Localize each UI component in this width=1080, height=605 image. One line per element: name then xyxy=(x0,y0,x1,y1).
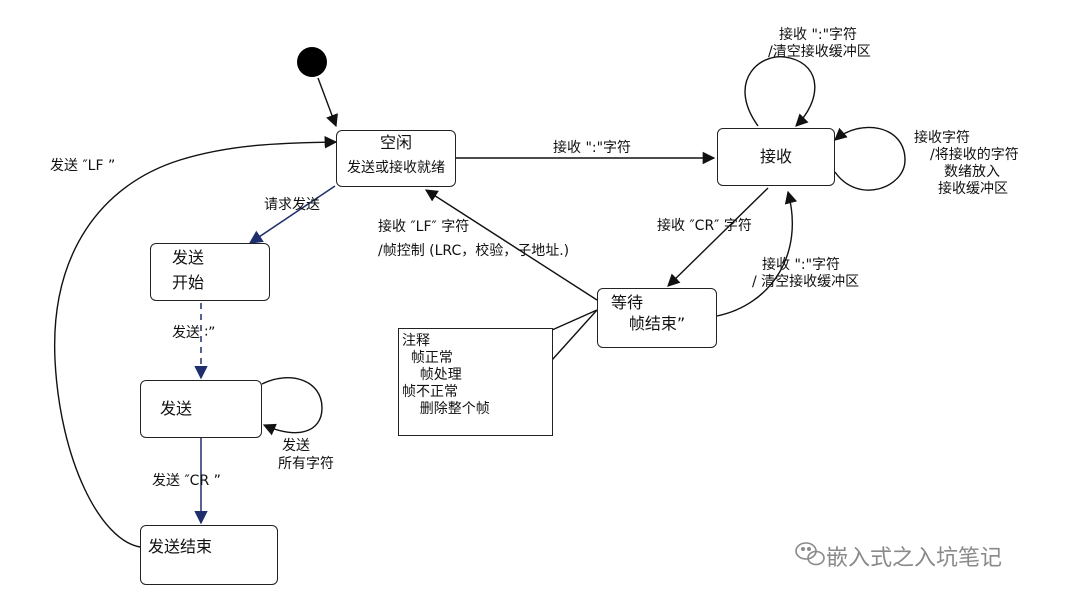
loop-send xyxy=(261,377,323,436)
state-send-start-subtitle: 开始 xyxy=(172,273,205,292)
state-idle-subtitle: 发送或接收就绪 xyxy=(347,160,445,176)
arrow-idle-to-send-start xyxy=(248,185,336,244)
initial-arrow xyxy=(317,77,338,128)
state-send-start xyxy=(150,243,270,301)
label-receive-right-4: 接收缓冲区 xyxy=(938,181,1008,197)
state-idle-title: 空闲 xyxy=(379,133,412,152)
label-receive-top-1: 接收 ":"字符 xyxy=(779,27,858,43)
wechat-icon xyxy=(795,542,825,566)
note-line-5: 删除整个帧 xyxy=(402,401,490,417)
state-idle xyxy=(336,130,456,187)
arrow-send-end-to-idle xyxy=(53,135,338,548)
label-receive-right-3: 数绪放入 xyxy=(944,164,1000,180)
arrow-receive-to-wait xyxy=(667,187,769,287)
label-receive-right-2: /将接收的字符 xyxy=(930,147,1019,163)
state-send-end-title: 发送结束 xyxy=(148,537,213,556)
label-idle-to-receive: 接收 ":"字符 xyxy=(553,140,632,156)
arrow-wait-to-idle xyxy=(424,189,598,301)
note-line-1: 注释 xyxy=(402,333,430,349)
label-wait-to-receive-2: / 清空接收缓冲区 xyxy=(752,274,860,290)
initial-state-dot xyxy=(297,47,327,77)
label-send-end-to-idle: 发送 ″LF ” xyxy=(50,158,116,174)
note-pointer xyxy=(551,309,598,361)
label-send-self-2: 所有字符 xyxy=(278,456,334,472)
label-send-self-1: 发送 xyxy=(282,438,310,454)
label-wait-to-receive-1: 接收 ":"字符 xyxy=(762,257,841,273)
label-send-to-send-end: 发送 ″CR ” xyxy=(152,473,221,489)
watermark-text: 嵌入式之入坑笔记 xyxy=(826,546,1003,571)
label-send-start-to-send: 发送 ∶” xyxy=(172,325,216,341)
arrow-wait-to-receive xyxy=(716,190,798,317)
loop-receive-top xyxy=(744,56,816,127)
note-line-2: 帧正常 xyxy=(402,350,453,366)
state-send xyxy=(140,380,262,438)
loop-receive-right xyxy=(834,126,906,191)
note-line-3: 帧处理 xyxy=(402,367,462,383)
state-send-title: 发送 xyxy=(160,399,193,418)
state-wait-subtitle: 帧结束” xyxy=(628,314,686,333)
label-wait-to-idle-2: /帧控制 (LRC，校验，子地址.) xyxy=(378,243,570,259)
state-send-end xyxy=(140,525,278,585)
label-wait-to-idle-1: 接收 ″LF″ 字符 xyxy=(378,219,470,235)
state-receive-title: 接收 xyxy=(759,147,792,166)
state-wait xyxy=(597,288,717,348)
state-wait-title: 等待 xyxy=(610,293,643,312)
state-receive xyxy=(717,128,835,186)
note-line-4: 帧不正常 xyxy=(402,384,458,400)
label-receive-top-2: /清空接收缓冲区 xyxy=(768,44,871,60)
label-idle-to-send-start: 请求发送 xyxy=(264,197,320,213)
state-send-start-title: 发送 xyxy=(172,248,205,267)
label-receive-to-wait: 接收 ″CR″ 字符 xyxy=(657,218,752,234)
note-box xyxy=(398,328,553,436)
label-receive-right-1: 接收字符 xyxy=(914,130,970,146)
